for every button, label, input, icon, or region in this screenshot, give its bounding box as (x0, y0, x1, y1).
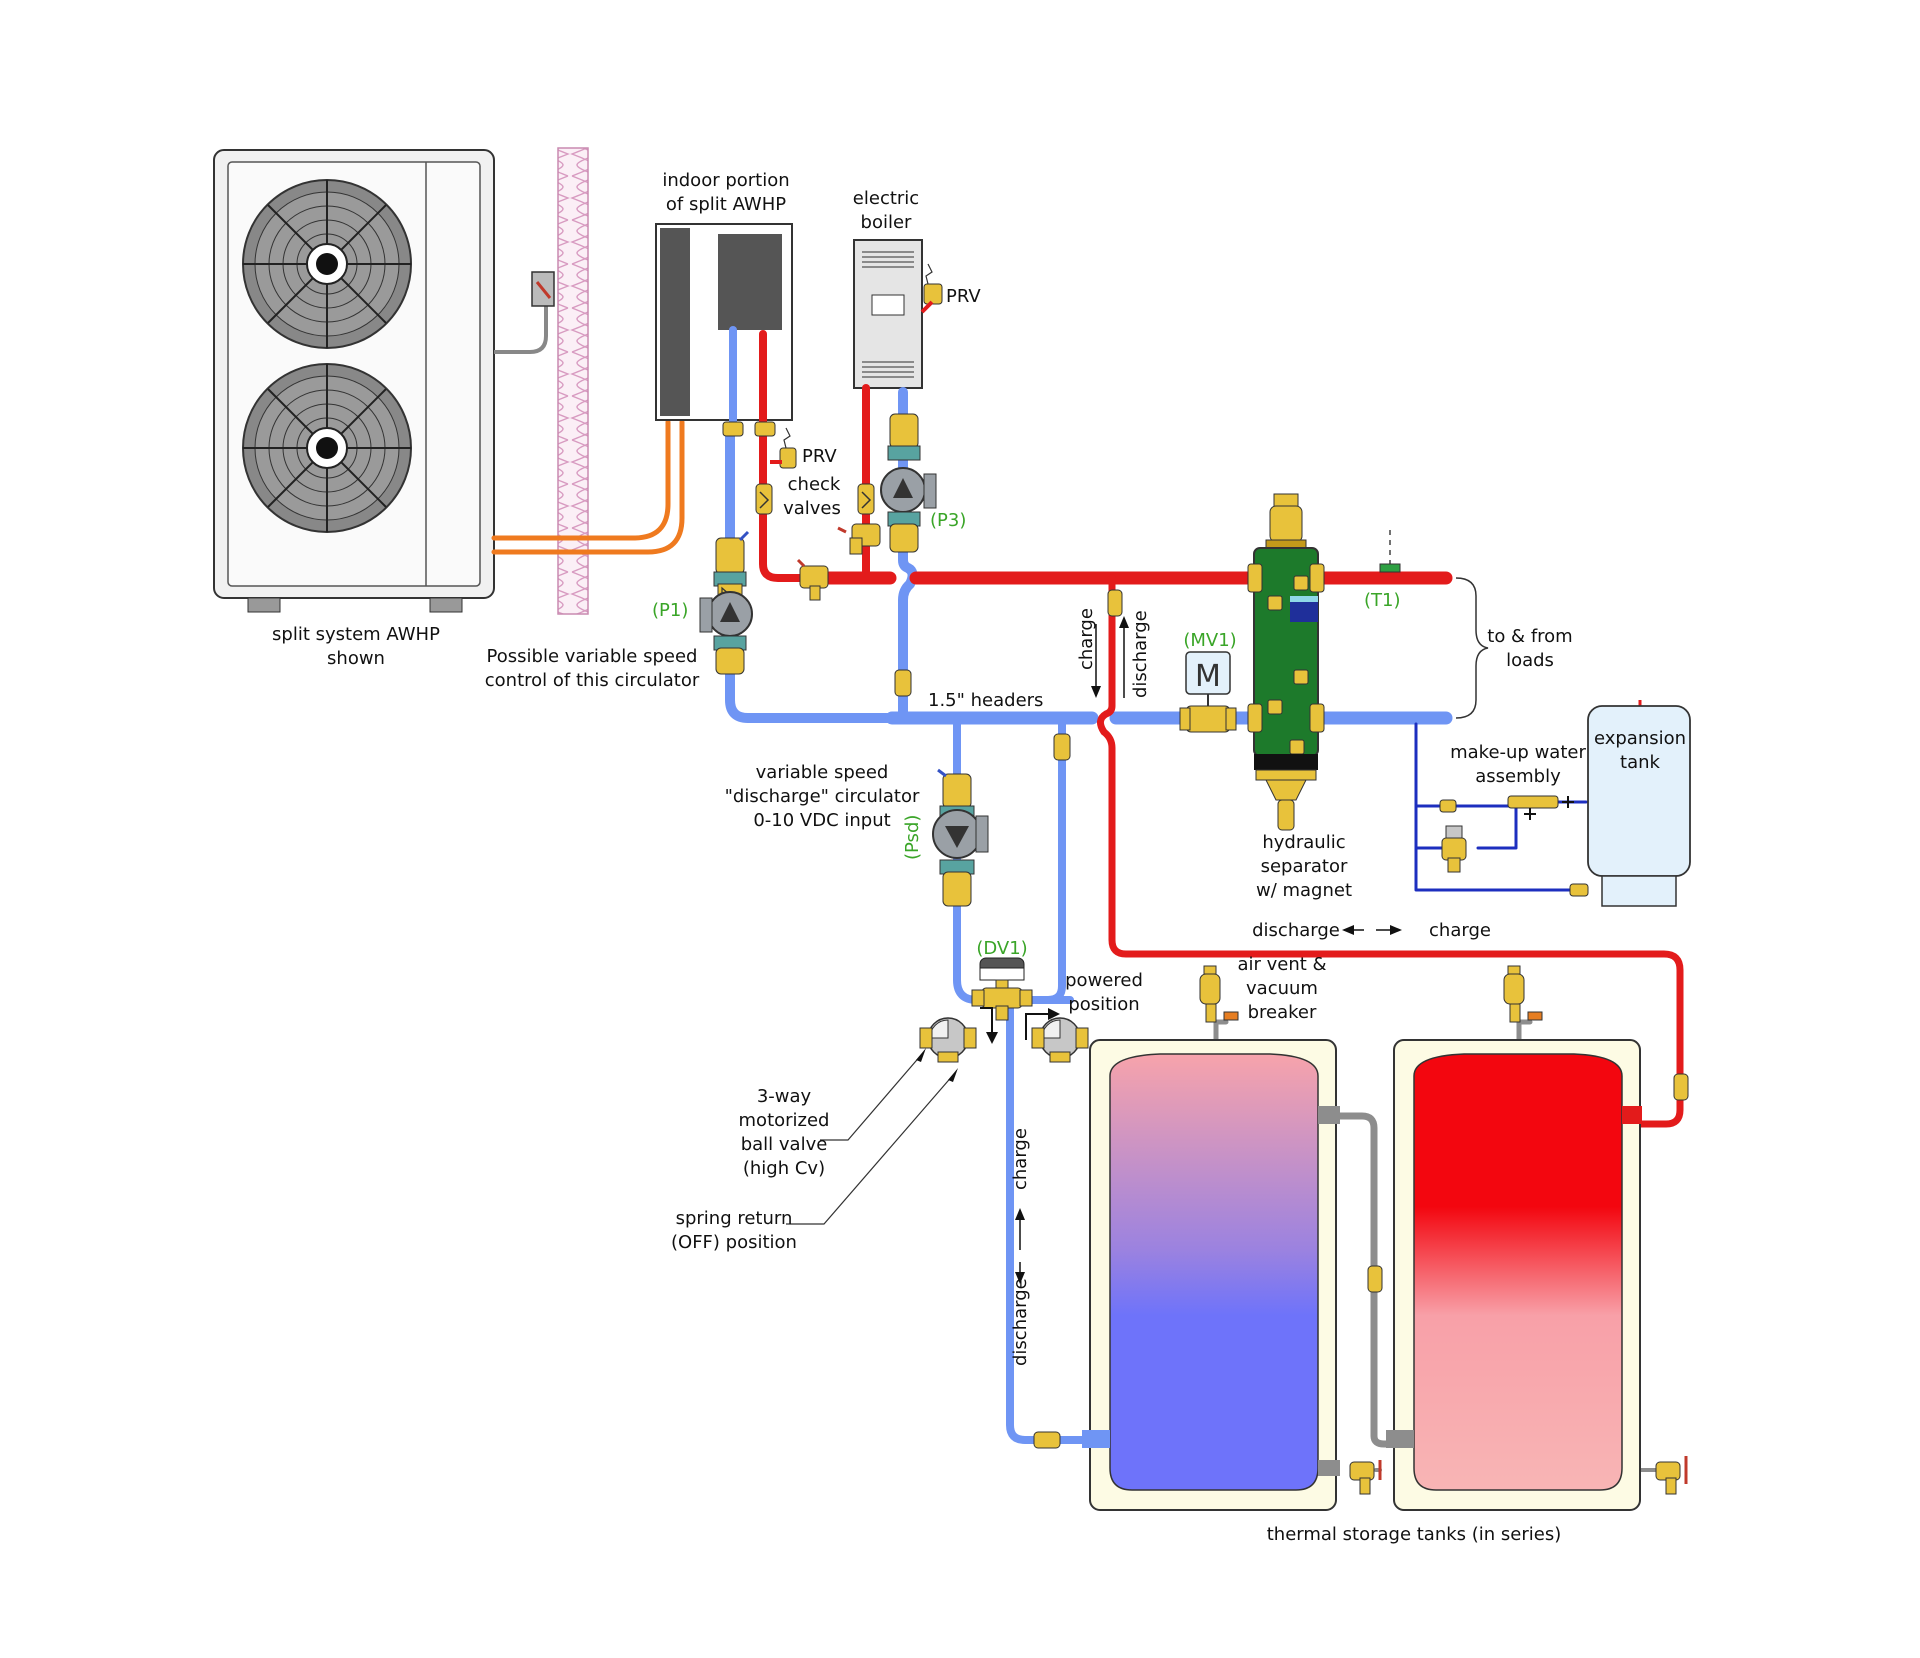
indoor-awhp-unit (655, 223, 793, 421)
circulator-psd (932, 768, 989, 907)
prv-valve (770, 427, 797, 469)
ball-valve-off-position-icon (919, 1007, 998, 1063)
air-vent-icon (1503, 965, 1543, 1023)
prv-valve (920, 263, 943, 314)
prv-label: PRV (802, 446, 837, 467)
drain-valve (1349, 1460, 1382, 1495)
temperature-sensor-t1 (1379, 530, 1401, 573)
fan-icon (242, 179, 412, 349)
tag-p3: (P3) (930, 510, 966, 531)
drain-valve (1655, 1456, 1688, 1495)
fan-icon (242, 363, 412, 533)
insulated-wall (557, 147, 589, 615)
tag-mv1: (MV1) (1183, 630, 1236, 651)
makeup-water-assembly (1439, 795, 1574, 873)
fitting (722, 421, 776, 437)
circulator-p3 (880, 413, 937, 553)
tag-t1: (T1) (1364, 590, 1401, 611)
outdoor-awhp-unit (213, 149, 495, 613)
purge-valve (837, 523, 881, 555)
ball-valve-label: ball valve (741, 1134, 828, 1155)
electric-boiler-label: boiler (861, 212, 913, 233)
spring-return-label: spring return (676, 1208, 793, 1229)
hydraulic-separator (1247, 493, 1325, 831)
circulator-p1 (699, 530, 753, 675)
expansion-tank (1569, 700, 1691, 907)
loads-label: loads (1506, 650, 1554, 671)
check-valves-label: check (788, 474, 841, 495)
diverter-valve-dv1 (971, 957, 1033, 1021)
refrigerant-lines (491, 419, 685, 555)
hydraulic-separator-label: w/ magnet (1256, 880, 1352, 901)
ball-valve-label: motorized (739, 1110, 830, 1131)
expansion-tank-label: expansion (1594, 728, 1686, 749)
tank-charge-label: charge (1010, 1128, 1031, 1190)
charge-arrow-label: charge (1429, 920, 1491, 941)
indoor-unit-label: indoor portion (662, 170, 789, 191)
discharge-circulator-label: variable speed (756, 762, 889, 783)
discharge-circulator-label: 0-10 VDC input (753, 810, 890, 831)
fitting (894, 589, 1123, 761)
makeup-water-label: make-up water (1450, 742, 1586, 763)
air-vent-label: breaker (1248, 1002, 1317, 1023)
discharge-arrow-label: discharge (1252, 920, 1340, 941)
makeup-water-label: assembly (1475, 766, 1561, 787)
indoor-unit-label: of split AWHP (666, 194, 786, 215)
tag-psd: (Psd) (902, 815, 923, 860)
ball-valve-label: (high Cv) (743, 1158, 825, 1179)
storage-tank-hot (1386, 1039, 1642, 1511)
electric-boiler (853, 239, 923, 389)
loads-label: to & from (1487, 626, 1572, 647)
powered-position-label: powered (1065, 970, 1143, 991)
split-system-label: shown (327, 648, 385, 669)
split-system-label: split system AWHP (272, 624, 440, 645)
discharge-vertical-label: discharge (1130, 610, 1151, 698)
expansion-tank-label: tank (1620, 752, 1660, 773)
variable-speed-label: Possible variable speed (487, 646, 698, 667)
electrical-disconnect (494, 271, 555, 354)
hydraulic-separator-label: separator (1261, 856, 1348, 877)
discharge-circulator-label: "discharge" circulator (725, 786, 920, 807)
air-vent-label: vacuum (1246, 978, 1318, 999)
electric-boiler-label: electric (853, 188, 919, 209)
check-valve (755, 483, 773, 515)
loads-brace (1455, 577, 1489, 719)
flow-arrow-icon (1015, 616, 1402, 1284)
motor-symbol: M (1195, 659, 1221, 694)
ball-valve-label: 3-way (757, 1086, 812, 1107)
leader-lines (786, 1053, 955, 1225)
hydraulic-separator-label: hydraulic (1262, 832, 1345, 853)
headers-label: 1.5" headers (928, 690, 1043, 711)
charge-vertical-label: charge (1076, 608, 1097, 670)
check-valve (857, 483, 875, 515)
tag-dv1: (DV1) (976, 938, 1027, 959)
ball-valve-powered-position-icon (1025, 1008, 1089, 1063)
supply-piping (759, 330, 1684, 1128)
storage-tanks-label: thermal storage tanks (in series) (1267, 1524, 1562, 1545)
air-vent-label: air vent & (1237, 954, 1326, 975)
storage-tank-cold (1082, 1039, 1340, 1511)
prv-label: PRV (946, 286, 981, 307)
powered-position-label: position (1068, 994, 1139, 1015)
spring-return-label: (OFF) position (671, 1232, 797, 1253)
tag-p1: (P1) (652, 600, 688, 621)
air-vent-icon (1199, 965, 1239, 1023)
tank-discharge-label: discharge (1010, 1278, 1031, 1366)
motorized-valve-mv1 (1179, 651, 1237, 733)
fitting (1033, 1073, 1689, 1449)
purge-valve (796, 558, 829, 601)
variable-speed-label: control of this circulator (485, 670, 700, 691)
check-valves-label: valves (783, 498, 841, 519)
